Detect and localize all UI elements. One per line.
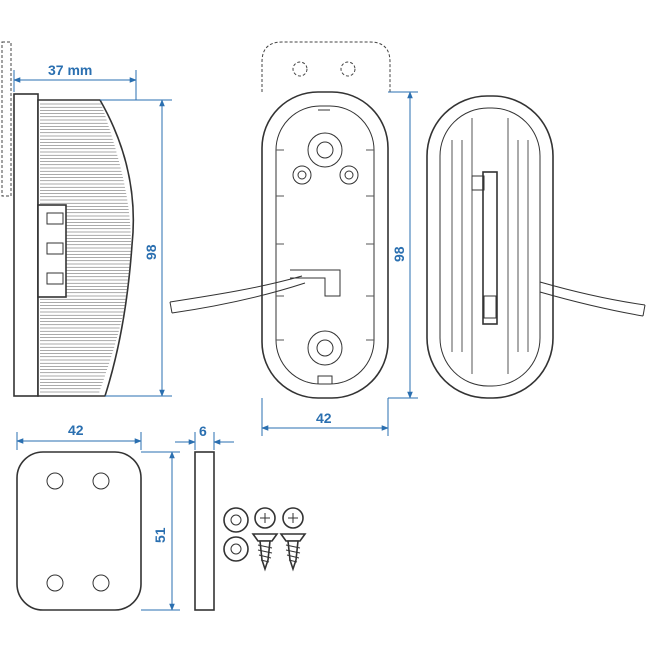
screw-left — [251, 507, 279, 572]
dim-pad-thickness: 6 — [199, 423, 207, 439]
dim-side-height: 98 — [143, 244, 159, 260]
dim-pad-height: 51 — [152, 527, 168, 543]
front-view — [426, 95, 646, 399]
pad-side-view: 6 — [175, 423, 234, 611]
washers — [223, 507, 249, 562]
side-view: 37 mm 98 — [1, 41, 172, 397]
back-view: 98 42 — [169, 41, 418, 436]
gasket-pad: 42 51 — [16, 422, 180, 611]
lens-grooves — [451, 118, 529, 374]
dim-back-height: 98 — [391, 246, 407, 262]
dim-back-width: 42 — [316, 410, 332, 426]
dim-side-width: 37 mm — [48, 62, 92, 78]
dim-pad-width: 42 — [68, 422, 84, 438]
screws — [251, 507, 307, 572]
screw-right — [279, 507, 307, 572]
rim-ticks — [276, 149, 374, 341]
